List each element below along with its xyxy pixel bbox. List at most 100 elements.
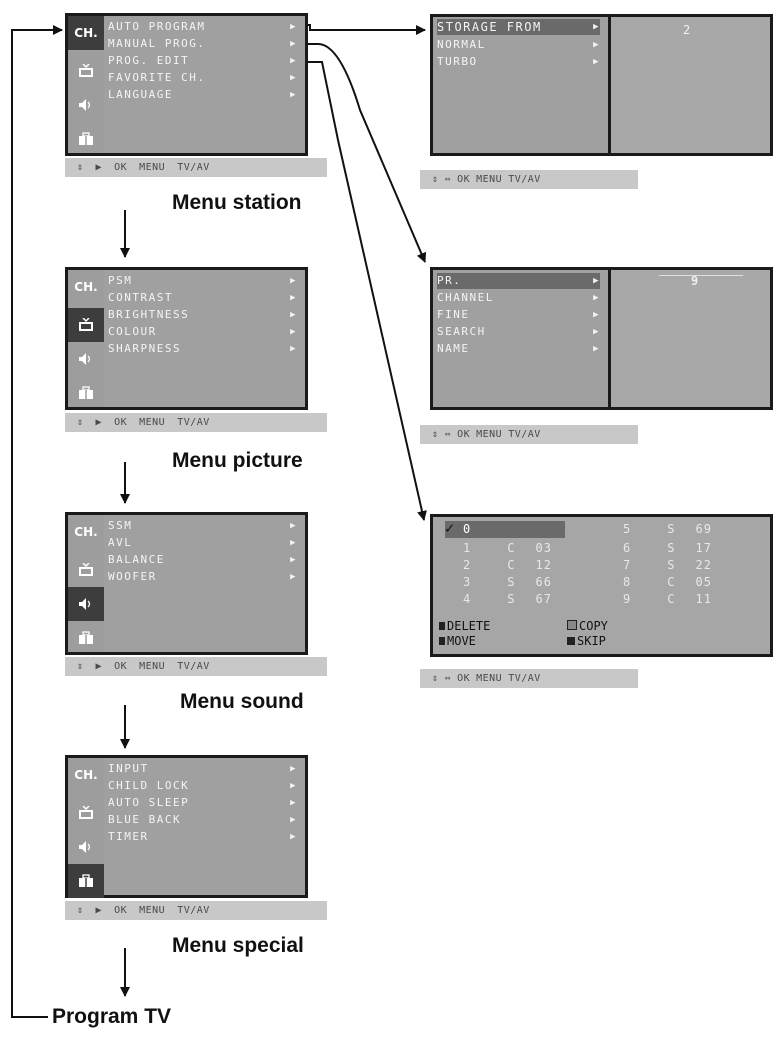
menu-tab-column: CH. [68,270,104,407]
menu-item-sharpness[interactable]: SHARPNESS▶ [108,342,297,355]
chevron-right-icon: ▶ [593,327,600,337]
menu-item-contrast[interactable]: CONTRAST▶ [108,291,297,304]
left-right-icon: ⇔ [444,429,452,440]
menu-item-timer[interactable]: TIMER▶ [108,830,297,843]
tab-special[interactable] [68,864,104,898]
tab-special[interactable] [68,621,104,655]
chevron-right-icon: ▶ [290,327,297,337]
hint-menu: MENU [139,905,166,916]
updown-icon: ⇕ [432,429,439,440]
table-row[interactable]: 0 [463,522,472,536]
menu-item-ssm[interactable]: SSM▶ [108,519,297,532]
chevron-right-icon: ▶ [593,57,600,67]
menu-item-child-lock[interactable]: CHILD LOCK▶ [108,779,297,792]
menu-item-avl[interactable]: AVL▶ [108,536,297,549]
menu-item-channel[interactable]: CHANNEL▶ [437,291,600,304]
auto-program-window: STORAGE FROM▶ NORMAL▶ TURBO▶ 2 [430,14,773,156]
updown-icon: ⇕ [77,162,84,173]
menu-item-auto-program[interactable]: AUTO PROGRAM▶ [108,20,297,33]
tab-picture[interactable] [68,54,104,88]
chevron-right-icon: ▶ [290,56,297,66]
toolbox-icon [79,874,93,887]
arrow-prog-edit [292,61,427,521]
menu-item-normal[interactable]: NORMAL▶ [437,38,600,51]
tab-channel[interactable]: CH. [68,515,104,549]
menu-item-fine[interactable]: FINE▶ [437,308,600,321]
menu-item-name[interactable]: NAME▶ [437,342,600,355]
menu-picture-items: PSM▶ CONTRAST▶ BRIGHTNESS▶ COLOUR▶ SHARP… [104,270,305,407]
tab-sound[interactable] [68,342,104,376]
tab-picture[interactable] [68,796,104,830]
menu-tab-column: CH. [68,16,104,153]
copy-action[interactable]: COPY [567,619,608,633]
menu-item-blue-back[interactable]: BLUE BACK▶ [108,813,297,826]
menu-item-prog-edit[interactable]: PROG. EDIT▶ [108,54,297,67]
tab-picture[interactable] [68,308,104,342]
menu-item-woofer[interactable]: WOOFER▶ [108,570,297,583]
menu-item-search[interactable]: SEARCH▶ [437,325,600,338]
hint-tvav: TV/AV [508,174,541,185]
tab-sound[interactable] [68,830,104,864]
hint-menu: MENU [476,174,503,185]
menu-special-window: CH. INPUT▶ CHILD LOCK▶ AUTO SLEEP▶ BLUE … [65,755,308,898]
tab-special[interactable] [68,376,104,410]
menu-special-hint-bar: ⇕ ▶ OK MENU TV/AV [65,901,327,920]
right-arrow-icon: ▶ [95,661,103,672]
menu-item-turbo[interactable]: TURBO▶ [437,55,600,68]
hint-ok: OK [114,417,128,428]
menu-item-language[interactable]: LANGUAGE▶ [108,88,297,101]
hint-ok: OK [114,905,128,916]
tab-channel[interactable]: CH. [68,270,104,304]
chevron-right-icon: ▶ [290,555,297,565]
menu-item-psm[interactable]: PSM▶ [108,274,297,287]
menu-item-manual-prog[interactable]: MANUAL PROG.▶ [108,37,297,50]
move-action[interactable]: MOVE [439,634,476,648]
menu-sound-hint-bar: ⇕ ▶ OK MENU TV/AV [65,657,327,676]
chevron-right-icon: ▶ [290,22,297,32]
tab-channel-label: CH. [74,768,98,782]
tab-channel[interactable]: CH. [68,758,104,792]
skip-action[interactable]: SKIP [567,634,606,648]
tv-icon [79,806,93,819]
menu-item-pr[interactable]: PR.▶ [437,273,600,289]
tab-sound[interactable] [68,88,104,122]
updown-icon: ⇕ [77,661,84,672]
menu-item-storage-from[interactable]: STORAGE FROM▶ [437,19,600,35]
chevron-right-icon: ▶ [290,310,297,320]
left-right-icon: ⇔ [444,174,452,185]
hint-tvav: TV/AV [508,673,541,684]
tab-channel-label: CH. [74,280,98,294]
delete-action[interactable]: DELETE [439,619,490,633]
menu-item-favorite-ch[interactable]: FAVORITE CH.▶ [108,71,297,84]
menu-item-auto-sleep[interactable]: AUTO SLEEP▶ [108,796,297,809]
hint-ok: OK [457,174,471,185]
menu-item-brightness[interactable]: BRIGHTNESS▶ [108,308,297,321]
updown-icon: ⇕ [77,417,84,428]
menu-item-balance[interactable]: BALANCE▶ [108,553,297,566]
checkmark-icon: ✓ [445,519,456,537]
speaker-icon [79,598,91,610]
hint-tvav: TV/AV [177,417,210,428]
auto-program-items: STORAGE FROM▶ NORMAL▶ TURBO▶ [433,17,611,153]
menu-item-input[interactable]: INPUT▶ [108,762,297,775]
hint-ok: OK [457,673,471,684]
chevron-right-icon: ▶ [290,572,297,582]
tab-picture[interactable] [68,553,104,587]
tab-channel[interactable]: CH. [68,16,104,50]
blue-key-icon [567,637,575,645]
hint-tvav: TV/AV [177,661,210,672]
menu-item-colour[interactable]: COLOUR▶ [108,325,297,338]
tab-sound[interactable] [68,587,104,621]
tab-special[interactable] [68,122,104,156]
tv-icon [79,318,93,331]
value-underline [659,275,743,276]
